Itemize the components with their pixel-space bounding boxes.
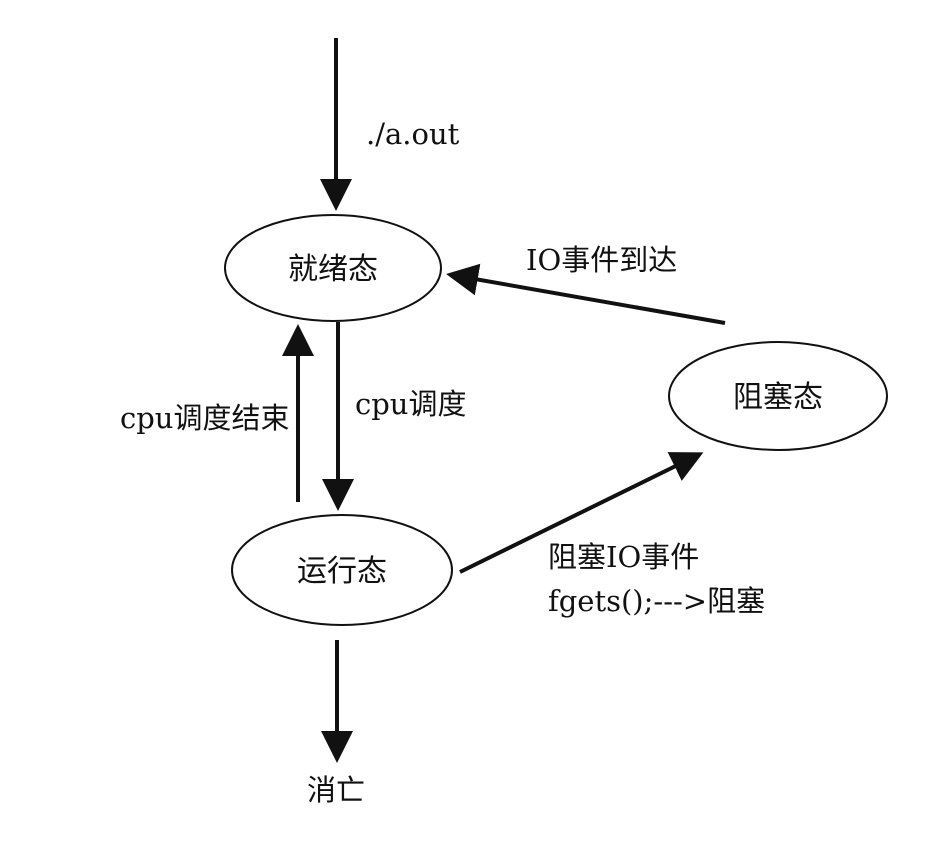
label-io-arrive: IO事件到达 xyxy=(526,243,677,277)
arrow-running-to-blocked xyxy=(459,452,704,574)
state-running-label: 运行态 xyxy=(297,554,387,589)
arrow-blocked-to-ready xyxy=(446,263,726,325)
label-start: ./a.out xyxy=(366,117,460,151)
label-block-io-line1: 阻塞IO事件 xyxy=(548,540,699,574)
state-blocked: 阻塞态 xyxy=(668,341,888,451)
label-terminal: 消亡 xyxy=(307,773,365,807)
state-ready-label: 就绪态 xyxy=(288,252,378,287)
state-blocked-label: 阻塞态 xyxy=(733,380,823,415)
label-cpu-schedule: cpu调度 xyxy=(355,387,466,421)
label-cpu-schedule-end: cpu调度结束 xyxy=(120,401,289,435)
state-running: 运行态 xyxy=(231,514,453,626)
state-ready: 就绪态 xyxy=(224,214,442,322)
label-block-io-line2: fgets();--->阻塞 xyxy=(548,584,765,618)
